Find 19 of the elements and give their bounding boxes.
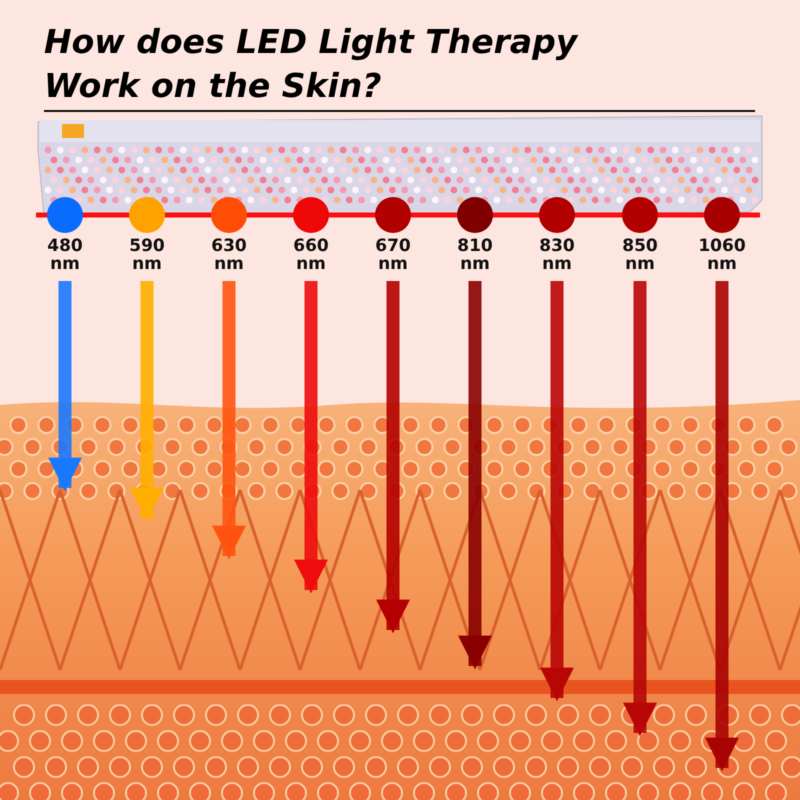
wavelength-label: 660 nm <box>292 237 330 273</box>
wavelength-label: 1060 nm <box>697 237 747 273</box>
light-arrow <box>623 281 657 736</box>
light-arrow <box>705 281 739 772</box>
wavelength-label: 590 nm <box>128 237 166 273</box>
wavelength-label: 670 nm <box>374 237 412 273</box>
wavelength-label: 830 nm <box>538 237 576 273</box>
light-arrow <box>540 281 574 702</box>
light-arrow <box>130 281 164 522</box>
light-arrow <box>212 281 246 560</box>
wavelength-label: 810 nm <box>456 237 494 273</box>
light-arrow <box>458 281 492 670</box>
light-arrow <box>48 281 82 492</box>
title: How does LED Light Therapy Work on the Skin? <box>44 21 580 107</box>
wavelength-label: 630 nm <box>210 237 248 273</box>
light-arrow <box>294 281 328 594</box>
light-arrow <box>376 281 410 634</box>
wavelength-label: 850 nm <box>621 237 659 273</box>
wavelength-label: 480 nm <box>46 237 84 273</box>
